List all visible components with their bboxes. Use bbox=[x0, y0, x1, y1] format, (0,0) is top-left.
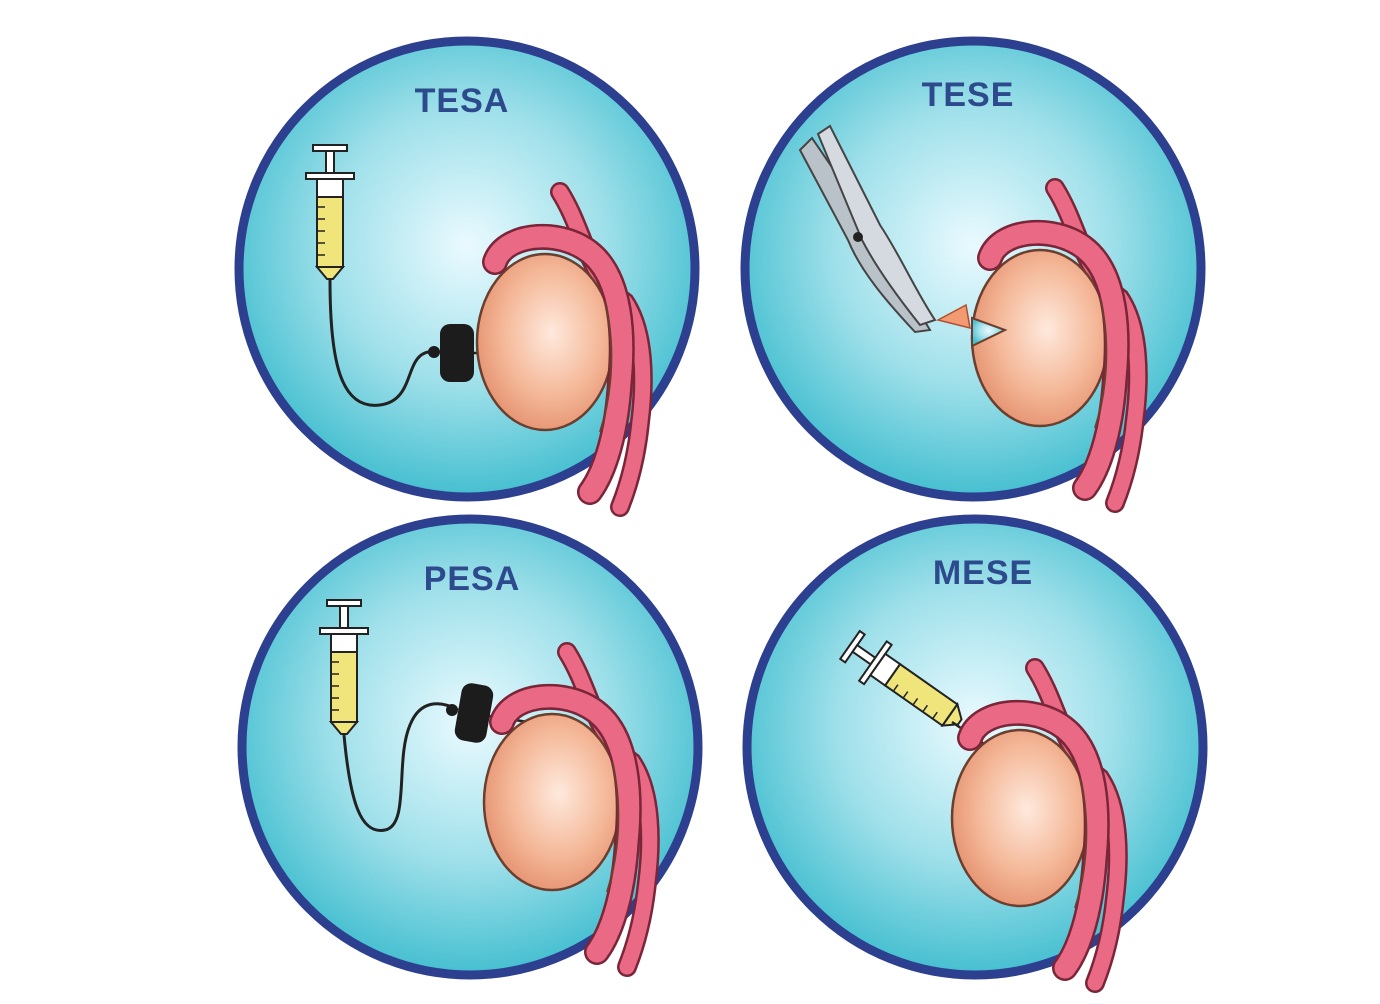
tesa-needle-device-icon bbox=[428, 324, 510, 382]
tese-testis-icon bbox=[972, 188, 1138, 503]
tese-tissue-sample bbox=[935, 303, 971, 330]
panel-tesa-title: TESA bbox=[415, 82, 510, 120]
panel-tesa: TESA bbox=[234, 36, 700, 507]
panel-tese: TESE bbox=[740, 36, 1206, 503]
panel-pesa: PESA bbox=[237, 514, 703, 975]
panel-mese-title: MESE bbox=[933, 554, 1033, 592]
pesa-tube bbox=[342, 702, 459, 832]
panel-tese-title: TESE bbox=[922, 76, 1015, 114]
panel-mese: MESE bbox=[742, 514, 1208, 983]
tesa-tube bbox=[328, 279, 441, 407]
tese-scissors-icon bbox=[798, 124, 937, 334]
panel-pesa-title: PESA bbox=[424, 560, 521, 598]
